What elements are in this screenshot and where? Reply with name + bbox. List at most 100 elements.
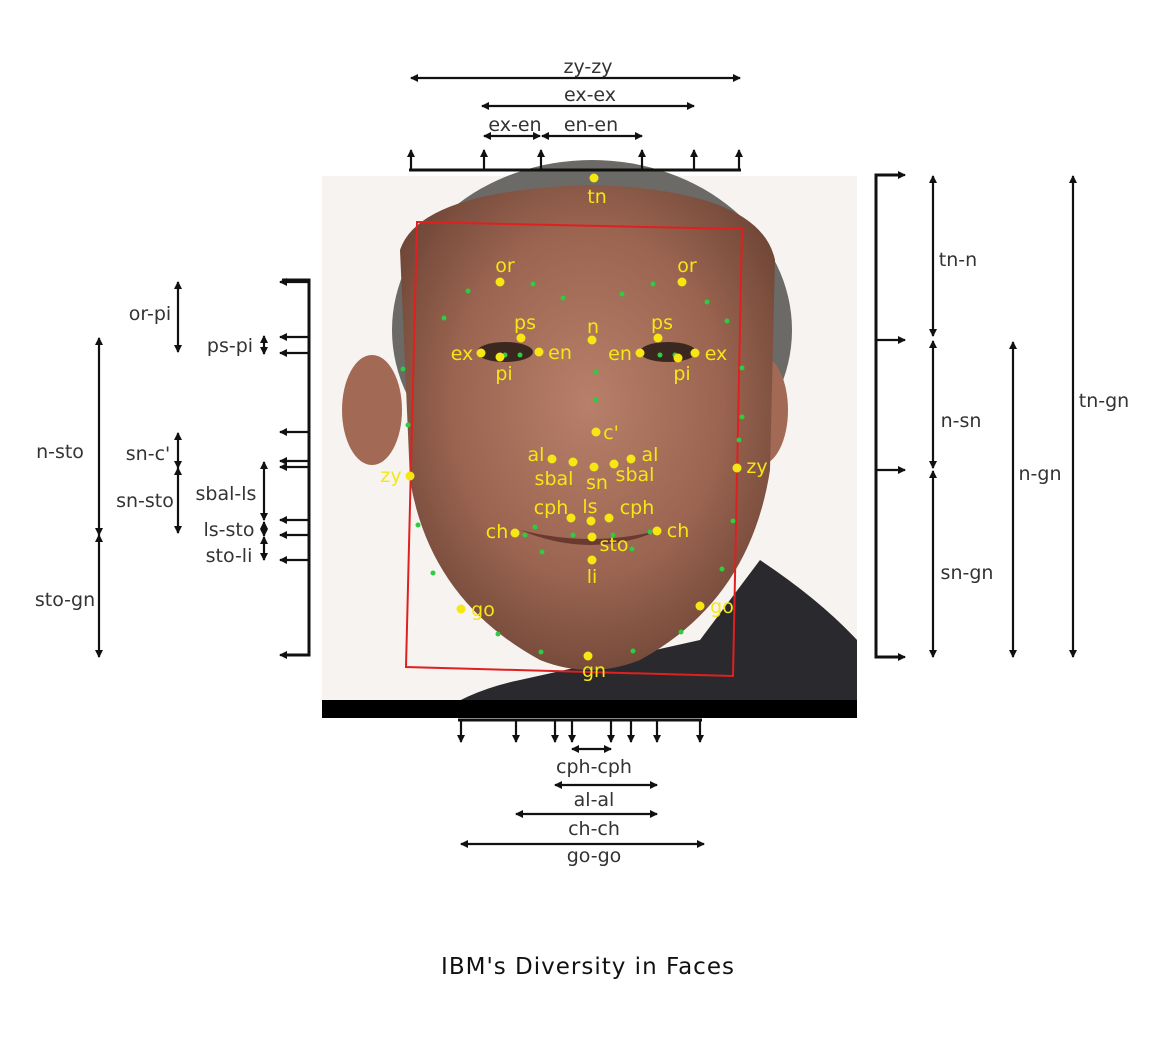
measure-label-go-go: go-go xyxy=(567,845,622,867)
landmark-point-sn xyxy=(589,462,599,472)
minor-landmark-point xyxy=(430,570,436,576)
measure-label-cph-cph: cph-cph xyxy=(556,756,632,778)
minor-landmark-point xyxy=(539,549,545,555)
minor-landmark-point xyxy=(441,315,447,321)
landmark-label-ch: ch xyxy=(486,521,509,543)
landmark-label-gn: gn xyxy=(582,660,606,682)
measure-label-n-sto: n-sto xyxy=(36,441,84,463)
minor-landmark-point xyxy=(522,532,528,538)
measure-label-sn-gn: sn-gn xyxy=(941,562,994,584)
measure-label-ls-sto: ls-sto xyxy=(203,519,254,541)
minor-landmark-point xyxy=(593,369,599,375)
landmark-point-cph xyxy=(566,513,576,523)
landmark-label-sbal: sbal xyxy=(535,468,574,490)
measure-label-sn-sto: sn-sto xyxy=(116,490,174,512)
landmark-label-pi: pi xyxy=(673,363,690,385)
measure-label-tn-gn: tn-gn xyxy=(1079,390,1129,412)
landmark-label-en: en xyxy=(608,343,632,365)
minor-landmark-point xyxy=(719,566,725,572)
landmark-label-al: al xyxy=(528,444,545,466)
landmark-point-zy xyxy=(405,471,415,481)
landmark-label-tn: tn xyxy=(587,186,607,208)
landmark-point-sbal xyxy=(568,457,578,467)
minor-landmark-point xyxy=(610,532,616,538)
minor-landmark-point xyxy=(724,318,730,324)
landmark-point-go xyxy=(695,601,705,611)
landmark-point-ex xyxy=(476,348,486,358)
minor-landmark-point xyxy=(465,288,471,294)
landmark-label-li: li xyxy=(587,566,598,588)
landmark-label-en: en xyxy=(548,342,572,364)
measure-label-n-sn: n-sn xyxy=(941,410,982,432)
measure-label-zy-zy: zy-zy xyxy=(564,56,613,78)
landmark-point-al xyxy=(626,454,636,464)
landmark-label-al: al xyxy=(642,444,659,466)
landmark-label-cph: cph xyxy=(534,497,569,519)
landmark-point-n xyxy=(587,335,597,345)
minor-landmark-point xyxy=(650,281,656,287)
minor-landmark-point xyxy=(630,648,636,654)
landmark-point-ch xyxy=(652,526,662,536)
measure-label-ex-ex: ex-ex xyxy=(564,84,616,106)
minor-landmark-point xyxy=(570,532,576,538)
minor-landmark-point xyxy=(739,365,745,371)
landmark-point-ps xyxy=(516,333,526,343)
landmark-point-tn xyxy=(589,173,599,183)
minor-landmark-point xyxy=(730,518,736,524)
face-photo xyxy=(322,160,857,718)
landmark-point-go xyxy=(456,604,466,614)
landmark-label-zy: zy xyxy=(380,465,401,487)
minor-landmark-point xyxy=(405,422,411,428)
measure-label-tn-n: tn-n xyxy=(939,249,977,271)
minor-landmark-point xyxy=(415,522,421,528)
right-bracket xyxy=(874,173,900,659)
landmark-point-sbal xyxy=(609,459,619,469)
minor-landmark-point xyxy=(495,631,501,637)
minor-landmark-point xyxy=(739,414,745,420)
minor-landmark-point xyxy=(400,366,406,372)
landmark-point-al xyxy=(547,454,557,464)
landmark-point-li xyxy=(587,555,597,565)
measure-label-ch-ch: ch-ch xyxy=(568,818,620,840)
landmark-label-ex: ex xyxy=(705,343,728,365)
measure-label-al-al: al-al xyxy=(574,789,615,811)
landmark-point-ch xyxy=(510,528,520,538)
landmark-label-zy: zy xyxy=(746,456,767,478)
landmark-label-n: n xyxy=(587,316,599,338)
landmark-point-c' xyxy=(591,427,601,437)
landmark-label-sn: sn xyxy=(586,472,608,494)
landmark-label-go: go xyxy=(471,599,495,621)
landmark-point-ps xyxy=(653,333,663,343)
minor-landmark-point xyxy=(647,529,653,535)
landmark-point-zy xyxy=(732,463,742,473)
landmark-label-or: or xyxy=(677,255,697,277)
landmark-label-or: or xyxy=(495,255,515,277)
landmark-point-ex xyxy=(690,348,700,358)
landmark-label-ps: ps xyxy=(651,312,673,334)
figure-caption: IBM's Diversity in Faces xyxy=(441,954,735,980)
minor-landmark-point xyxy=(593,397,599,403)
landmark-point-en xyxy=(534,347,544,357)
landmark-point-or xyxy=(677,277,687,287)
landmark-label-c': c' xyxy=(603,422,619,444)
measure-label-n-gn: n-gn xyxy=(1018,463,1061,485)
face-bounding-box xyxy=(404,220,744,678)
measure-label-ex-en: ex-en xyxy=(488,114,541,136)
landmark-label-go: go xyxy=(710,596,734,618)
landmark-point-ls xyxy=(586,516,596,526)
measure-label-ps-pi: ps-pi xyxy=(207,335,253,357)
minor-landmark-point xyxy=(517,352,523,358)
measure-label-sto-li: sto-li xyxy=(206,545,253,567)
landmark-label-ls: ls xyxy=(582,496,597,518)
measure-label-en-en: en-en xyxy=(564,114,618,136)
minor-landmark-point xyxy=(538,649,544,655)
landmark-point-pi xyxy=(673,353,683,363)
minor-landmark-point xyxy=(619,291,625,297)
minor-landmark-point xyxy=(532,524,538,530)
landmark-label-cph: cph xyxy=(620,497,655,519)
minor-landmark-point xyxy=(530,281,536,287)
landmark-label-sbal: sbal xyxy=(616,464,655,486)
landmark-point-en xyxy=(635,348,645,358)
